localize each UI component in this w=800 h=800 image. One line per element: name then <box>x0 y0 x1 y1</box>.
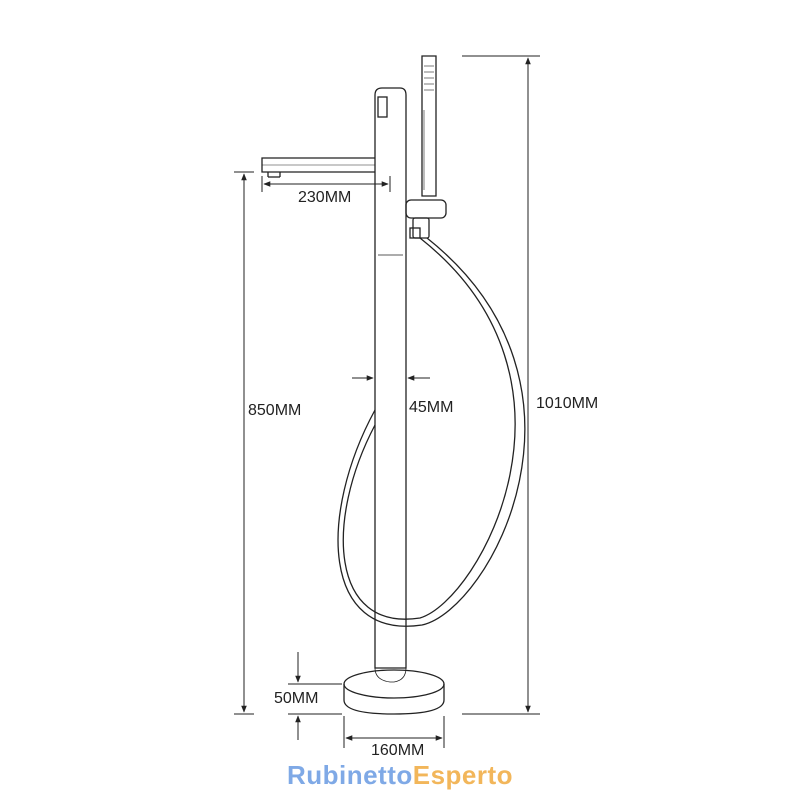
shower-hose <box>337 237 526 627</box>
brand-logo-part2: Esperto <box>412 760 514 790</box>
dim-spout-length-line <box>261 176 391 192</box>
hand-shower <box>421 55 437 197</box>
spout-length-label: 230MM <box>298 189 352 206</box>
base-height-label: 50MM <box>274 690 319 707</box>
faucet-spout <box>261 157 375 178</box>
total-height-label: 1010MM <box>536 395 599 412</box>
dim-spout-height-line <box>234 171 254 715</box>
faucet-pipe <box>374 87 407 669</box>
brand-logo: RubinettoEsperto <box>0 760 800 791</box>
base-diameter-label: 160MM <box>371 742 425 759</box>
brand-logo-part1: Rubinetto <box>286 760 413 790</box>
dim-base-diameter-line <box>343 716 445 748</box>
dim-total-height-line <box>462 55 540 715</box>
shower-holder-bracket <box>405 199 447 239</box>
dim-base-height-line <box>288 652 342 740</box>
pipe-diameter-label: 45MM <box>409 399 454 416</box>
spout-height-label: 850MM <box>248 402 302 419</box>
faucet-base <box>343 667 445 715</box>
